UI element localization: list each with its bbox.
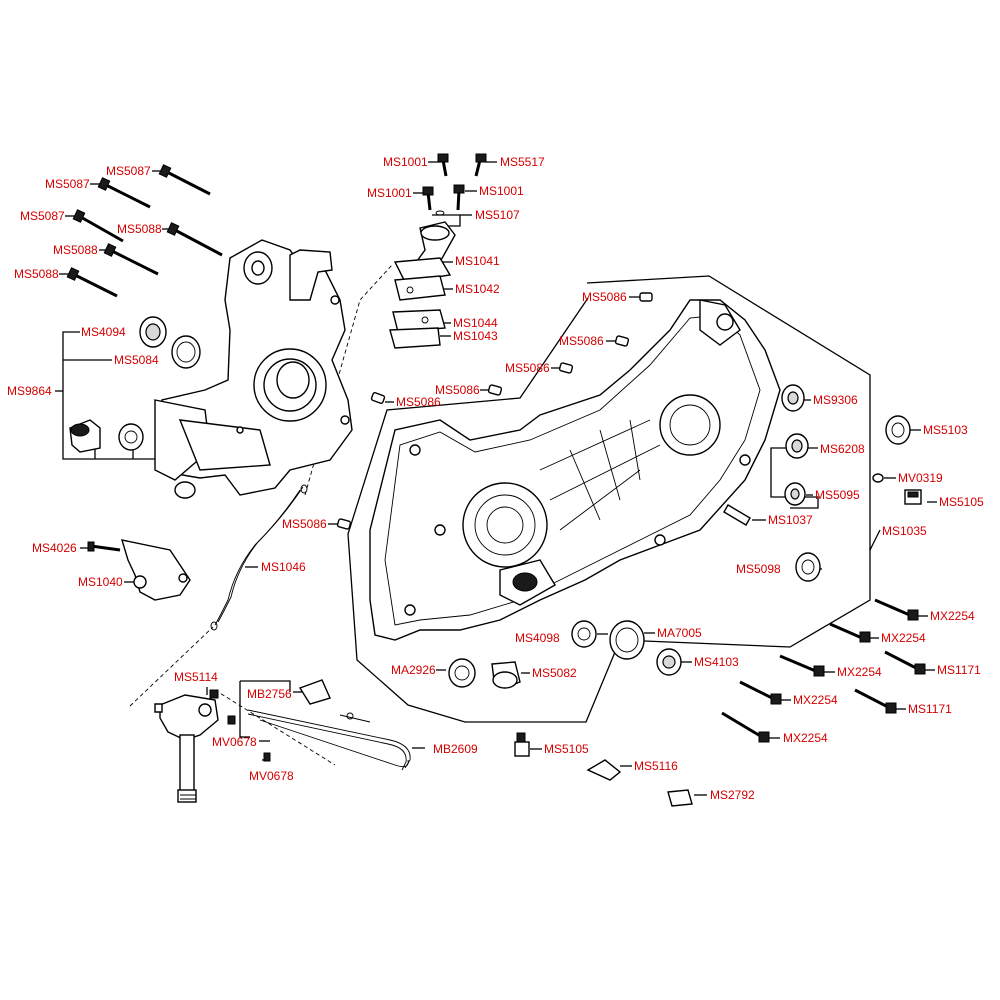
label-ms5087-b[interactable]: MS5087: [45, 177, 90, 191]
label-ms5098[interactable]: MS5098: [736, 562, 781, 576]
right-bolts: [721, 598, 926, 743]
label-ms5103[interactable]: MS5103: [923, 423, 968, 437]
label-ms1046[interactable]: MS1046: [261, 560, 306, 574]
label-ms1037[interactable]: MS1037: [768, 513, 813, 527]
long-bolts-top-left: [66, 164, 223, 298]
label-ms5086-a[interactable]: MS5086: [582, 290, 627, 304]
label-ms5114[interactable]: MS5114: [174, 670, 218, 684]
label-ma2926[interactable]: MA2926: [391, 663, 436, 677]
label-ms9864[interactable]: MS9864: [7, 384, 52, 398]
label-mb2609[interactable]: MB2609: [433, 742, 478, 756]
label-mx2254-d[interactable]: MX2254: [793, 693, 838, 707]
label-ms1043[interactable]: MS1043: [453, 329, 498, 343]
label-ms1001-c[interactable]: MS1001: [479, 184, 524, 198]
label-ms6208[interactable]: MS6208: [820, 442, 865, 456]
label-ms5086-f[interactable]: MS5086: [282, 517, 327, 531]
left-crankcase-half: [154, 239, 353, 499]
label-ms5082[interactable]: MS5082: [532, 666, 577, 680]
label-ms1041[interactable]: MS1041: [455, 254, 500, 268]
label-ms5105-b[interactable]: MS5105: [544, 742, 589, 756]
label-ms5087-c[interactable]: MS5087: [20, 209, 65, 223]
reed-valve-assembly: [389, 153, 487, 349]
label-ms5088-b[interactable]: MS5088: [53, 243, 98, 257]
label-ms5107[interactable]: MS5107: [475, 208, 520, 222]
oil-pump: [154, 689, 271, 803]
leader-lines: [55, 161, 937, 796]
label-ms5116[interactable]: MS5116: [634, 759, 678, 773]
label-ms1001-b[interactable]: MS1001: [367, 186, 412, 200]
label-ms5086-c[interactable]: MS5086: [505, 361, 550, 375]
label-mv0678-a[interactable]: MV0678: [212, 735, 257, 749]
oil-hose: [247, 679, 411, 771]
label-ms4094[interactable]: MS4094: [81, 325, 126, 339]
label-ms4026[interactable]: MS4026: [32, 541, 77, 555]
left-misc-parts: [87, 484, 308, 631]
lower-center-parts: [448, 620, 693, 807]
label-mx2254-e[interactable]: MX2254: [783, 731, 828, 745]
label-ms5084[interactable]: MS5084: [114, 353, 159, 367]
dowel-pins: [336, 292, 653, 530]
label-ms5086-d[interactable]: MS5086: [435, 383, 480, 397]
label-ms5095[interactable]: MS5095: [815, 488, 860, 502]
label-mx2254-c[interactable]: MX2254: [837, 665, 882, 679]
label-ms1040[interactable]: MS1040: [78, 575, 123, 589]
label-ms1035[interactable]: MS1035: [882, 524, 927, 538]
label-mb2756[interactable]: MB2756: [247, 687, 292, 701]
label-mv0678-b[interactable]: MV0678: [249, 769, 294, 783]
label-ms1042[interactable]: MS1042: [455, 282, 500, 296]
label-ms5086-e[interactable]: MS5086: [396, 395, 441, 409]
right-bearings-seals: [723, 384, 922, 582]
label-ms5105-a[interactable]: MS5105: [939, 495, 984, 509]
label-ms5086-b[interactable]: MS5086: [559, 334, 604, 348]
label-ma7005[interactable]: MA7005: [657, 626, 702, 640]
label-mx2254-a[interactable]: MX2254: [930, 609, 975, 623]
label-ms2792[interactable]: MS2792: [710, 788, 755, 802]
label-ms1171-a[interactable]: MS1171: [937, 663, 981, 677]
label-ms5517[interactable]: MS5517: [500, 155, 545, 169]
label-mx2254-b[interactable]: MX2254: [881, 631, 926, 645]
label-mv0319[interactable]: MV0319: [898, 471, 943, 485]
label-ms4098[interactable]: MS4098: [515, 631, 560, 645]
label-ms1044[interactable]: MS1044: [453, 316, 498, 330]
label-ms4103[interactable]: MS4103: [694, 655, 739, 669]
right-crankcase-half: [369, 299, 781, 641]
label-ms1171-b[interactable]: MS1171: [908, 702, 952, 716]
label-ms5087-a[interactable]: MS5087: [106, 164, 151, 178]
left-bearings: [69, 316, 201, 453]
label-ms5088-a[interactable]: MS5088: [117, 222, 162, 236]
label-ms1001-a[interactable]: MS1001: [383, 155, 428, 169]
label-ms9306[interactable]: MS9306: [813, 393, 858, 407]
label-ms5088-c[interactable]: MS5088: [14, 267, 59, 281]
